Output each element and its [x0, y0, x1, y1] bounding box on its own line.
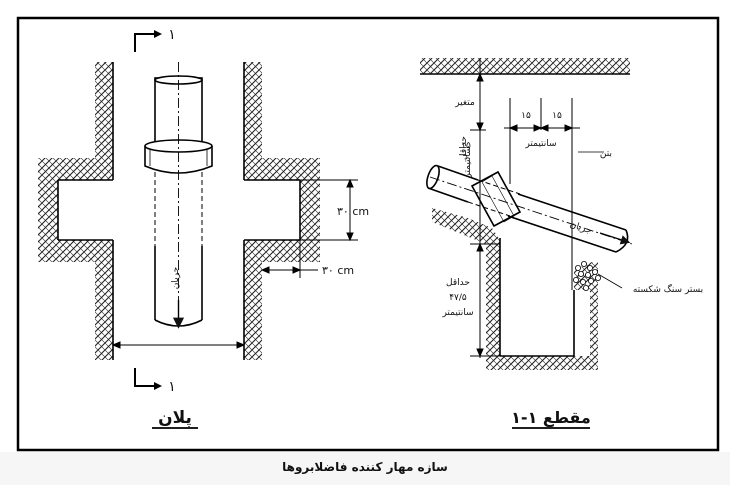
section-min15-line1: حداقل — [459, 136, 469, 160]
section-min15-line2: ۱۵ — [461, 141, 471, 151]
section-view — [420, 58, 633, 429]
caption-bar: سازه مهار کننده فاضلابروها — [0, 452, 730, 485]
section-marker-bottom-label: ۱ — [168, 379, 176, 395]
plan-dimension-30cm-side-label: ۳۰ cm — [322, 264, 354, 277]
plan-pipe-collar — [144, 139, 213, 174]
plan-dimension-30cm-side — [260, 240, 318, 278]
section-horizontal-dimensions — [504, 98, 580, 290]
plan-concrete-block — [57, 62, 301, 360]
section-variable-label: متغیر — [454, 98, 475, 108]
section-min475-line3: سانتیمتر — [441, 308, 473, 318]
section-gravel-bed — [573, 260, 602, 291]
section-title: مقطع ۱-۱ — [511, 408, 591, 427]
section-min475-line1: حداقل — [446, 278, 470, 288]
section-min15-line3: سانتیمتر — [463, 146, 473, 178]
diagram-canvas: ۱ ۱ ۳۰ cm ۳۰ cm جریان پلان متغیر حداقل ۱… — [16, 16, 720, 452]
plan-title: پلان — [158, 408, 192, 428]
section-marker-top — [134, 30, 162, 52]
section-vertical-dimensions — [470, 58, 500, 358]
section-marker-top-label: ۱ — [168, 27, 176, 43]
section-trench-hatching — [432, 208, 598, 370]
plan-dimension-30cm-vertical-label: ۳۰ cm — [337, 205, 369, 218]
section-marker-bottom — [134, 368, 162, 390]
section-sloped-pipe — [426, 164, 633, 253]
plan-dimension-30cm-vertical — [300, 178, 358, 242]
plan-flow-label: جریان — [171, 267, 181, 289]
plan-pipe-downstream — [154, 62, 203, 329]
section-dim-15-right: ۱۵ — [552, 111, 562, 121]
section-leaders — [578, 151, 623, 289]
section-cm-label: سانتیمتر — [524, 139, 556, 149]
section-gravel-label: بستر سنگ شکسته — [633, 283, 703, 295]
section-trench-walls — [499, 238, 575, 357]
section-concrete-block — [470, 170, 522, 228]
plan-bottom-dimension — [111, 341, 246, 349]
plan-view — [38, 30, 358, 429]
drawing-frame — [16, 16, 720, 452]
section-ground-top — [420, 58, 630, 74]
section-min475-line2: ۴۷/۵ — [449, 293, 467, 303]
section-dim-15-left: ۱۵ — [521, 111, 531, 121]
section-concrete-label: بتن — [600, 149, 612, 159]
figure-caption: سازه مهار کننده فاضلابروها — [282, 460, 448, 474]
plan-earth-hatching — [38, 62, 320, 360]
